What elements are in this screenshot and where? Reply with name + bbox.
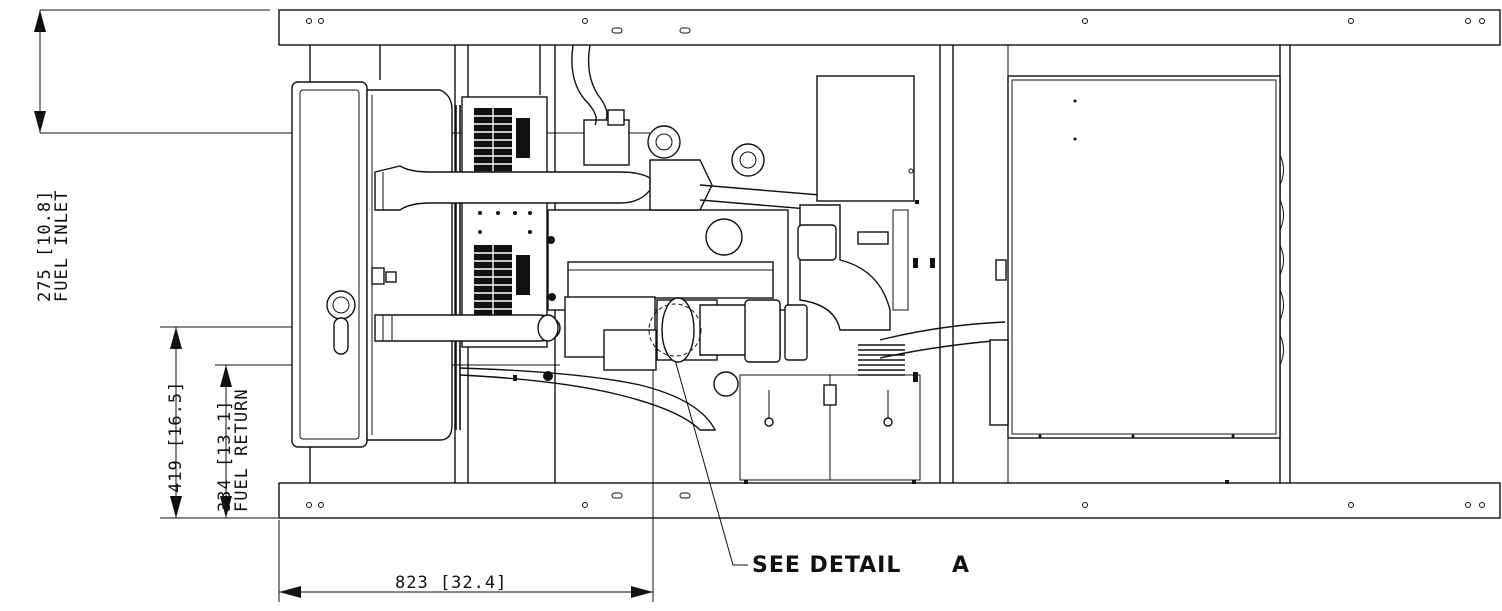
mount-markers (513, 200, 1229, 484)
air-elbow-duct (797, 204, 1006, 376)
generator (989, 45, 1284, 483)
exhaust-assembly (648, 297, 808, 397)
dim-419: 419 [16.5] (160, 326, 560, 519)
upper-coolant-hose (374, 165, 651, 211)
see-detail-callout: SEE DETAIL A (674, 359, 970, 578)
see-detail-label: SEE DETAIL (752, 553, 901, 578)
detail-id: A (952, 553, 970, 578)
fuel-return-dim-value: 334 [13.1] (215, 400, 235, 512)
engine-block (543, 209, 789, 381)
radiator-fins-right (858, 344, 905, 376)
fuel-return-label: FUEL RETURN (232, 388, 252, 512)
dim-419-value: 419 [16.5] (166, 381, 186, 493)
fuel-inlet-dim-value: 275 [10.8] (35, 190, 55, 302)
intake-assembly (571, 44, 821, 211)
fuel-inlet-label: FUEL INLET (52, 190, 72, 302)
fuel-return-dimension: 334 [13.1] FUEL RETURN (215, 364, 560, 518)
horizontal-dimension: 823 [32.4] (278, 292, 654, 602)
control-box (816, 75, 915, 202)
radiator (291, 81, 453, 448)
horizontal-dim-value: 823 [32.4] (395, 573, 507, 593)
lower-coolant-hose (374, 314, 561, 342)
fuel-inlet-dimension: 275 [10.8] FUEL INLET (34, 9, 650, 302)
lower-mounts (459, 367, 921, 481)
